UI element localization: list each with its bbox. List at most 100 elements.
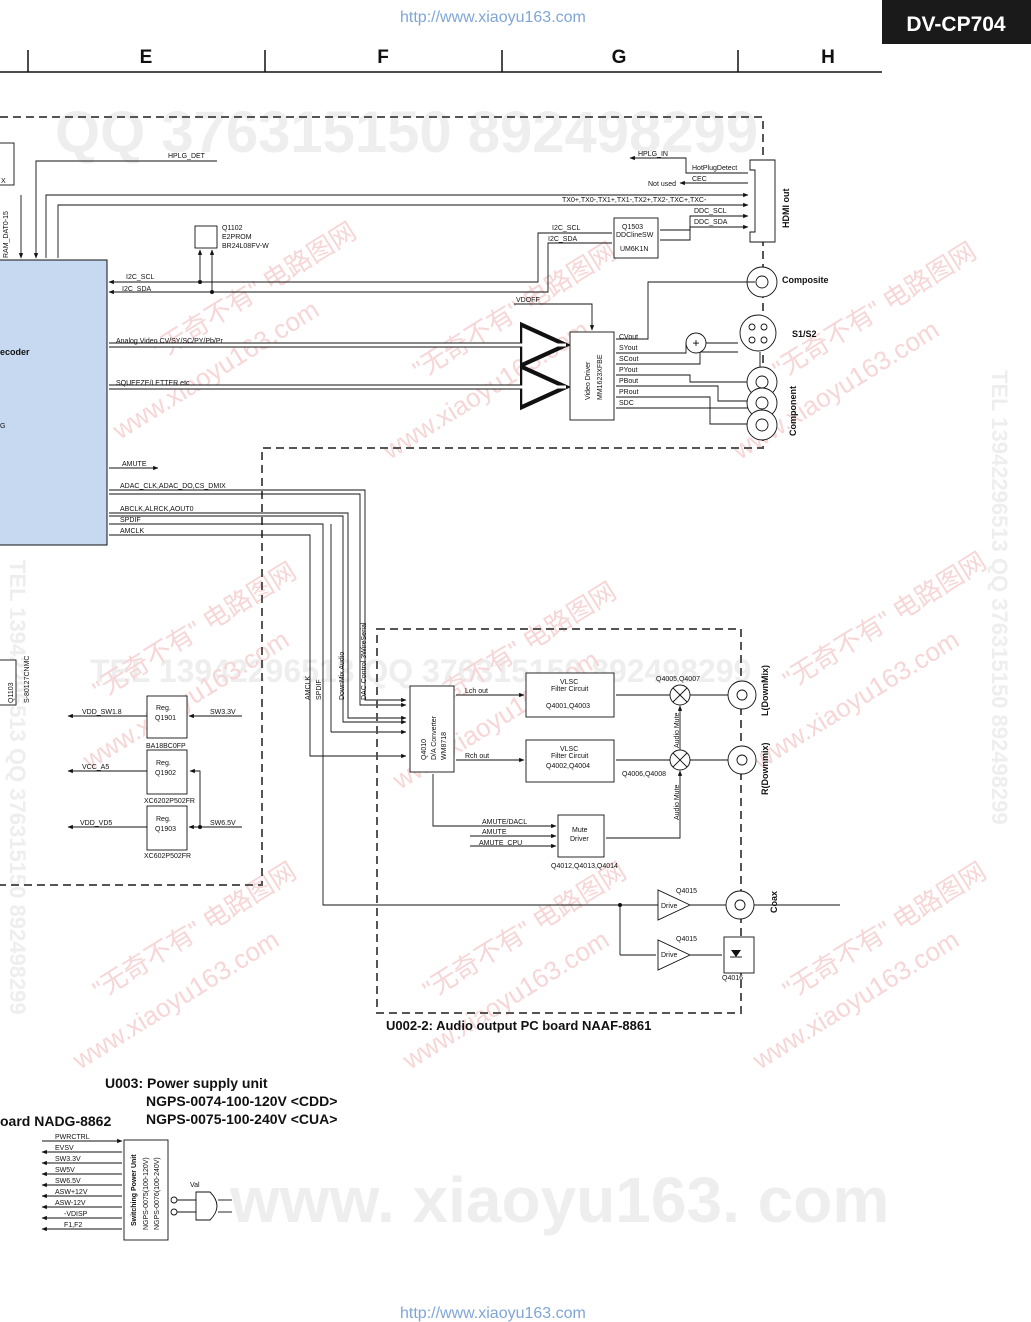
svg-text:VDD_VD5: VDD_VD5 bbox=[80, 820, 112, 827]
vert-spdif: SPDIF bbox=[316, 679, 323, 700]
sig-lch-out: Lch out bbox=[465, 688, 488, 695]
svg-text:VDD_SW1.8: VDD_SW1.8 bbox=[82, 709, 122, 716]
sig-prout: PRout bbox=[619, 389, 639, 396]
sig-pyout: PYout bbox=[619, 367, 637, 374]
s-video-label: S1/S2 bbox=[792, 329, 817, 339]
svg-text:NGPS-0075(100-120V): NGPS-0075(100-120V) bbox=[143, 1157, 150, 1230]
sig-tmds: TX0+,TX0-,TX1+,TX1-,TX2+,TX2-,TXC+,TXC- bbox=[562, 197, 707, 204]
svg-text:Q4015: Q4015 bbox=[676, 936, 697, 943]
decoder-label: ecoder bbox=[0, 347, 30, 357]
svg-text:XC602P502FR: XC602P502FR bbox=[144, 853, 191, 860]
q-mix1: Q4005,Q4007 bbox=[656, 676, 700, 683]
svg-text:Drive: Drive bbox=[661, 903, 677, 910]
dac-chip bbox=[409, 685, 455, 773]
svg-text:SW3.3V: SW3.3V bbox=[55, 1156, 81, 1163]
model-title: DV-CP704 bbox=[906, 13, 1006, 36]
top-url: http://www.xiaoyu163.com bbox=[400, 9, 586, 26]
svg-text:Q4002,Q4004: Q4002,Q4004 bbox=[546, 763, 590, 770]
column-g: G bbox=[612, 47, 627, 68]
q1102-eeprom bbox=[194, 225, 218, 249]
svg-text:Q1901: Q1901 bbox=[155, 715, 176, 722]
vlsc-filter-r bbox=[525, 739, 615, 783]
hdmi-label: HDMI out bbox=[781, 189, 791, 229]
q1103-box bbox=[0, 659, 17, 706]
vlsc-filter-l bbox=[525, 672, 615, 718]
video-driver-part: MM1623XFBE bbox=[597, 354, 604, 400]
audio-mute-1: Audio Mute bbox=[674, 712, 681, 748]
watermark-tel-left: TEL 13942296513 QQ 376315150 892498299 bbox=[5, 560, 30, 1015]
regulator-q1901: Reg. Q1901 BA18BC0FP VDD_SW1.8 SW3.3V bbox=[67, 695, 242, 750]
svg-text:XC6202P502FR: XC6202P502FR bbox=[144, 798, 195, 805]
l-downmix-label: L(DownMix) bbox=[760, 665, 770, 716]
sync-adder bbox=[685, 332, 707, 354]
sig-squeeze: SQUEEZE/LETTER etc bbox=[116, 380, 190, 387]
optical-driver bbox=[657, 939, 692, 971]
q1503-part: UM6K1N bbox=[620, 246, 648, 253]
mute-switch-l bbox=[669, 684, 691, 706]
sig-i2c-sda2: I2C_SDA bbox=[548, 236, 578, 243]
svg-text:Reg.: Reg. bbox=[156, 705, 171, 712]
sig-amclk: AMCLK bbox=[120, 528, 144, 535]
q1102-ref: Q1102 bbox=[222, 225, 243, 232]
svg-text:PWRCTRL: PWRCTRL bbox=[55, 1134, 90, 1141]
q1503-ddc-switch bbox=[613, 217, 659, 259]
power-rails: PWRCTRL EVSV SW3.3V SW5V SW6.5V ASW+12V … bbox=[41, 1134, 123, 1232]
svg-text:Q4016: Q4016 bbox=[722, 975, 743, 982]
sig-syout: SYout bbox=[619, 345, 637, 352]
svg-text:ASW+12V: ASW+12V bbox=[55, 1189, 88, 1196]
sig-rch-out: Rch out bbox=[465, 753, 489, 760]
dac-part: WM8718 bbox=[441, 732, 448, 760]
power-cdd: NGPS-0074-100-120V <CDD> bbox=[146, 1093, 337, 1109]
model-badge bbox=[882, 0, 1031, 44]
sig-i2c-scl2: I2C_SCL bbox=[552, 225, 581, 232]
power-cua: NGPS-0075-100-240V <CUA> bbox=[146, 1111, 337, 1127]
svg-text:Filter Circuit: Filter Circuit bbox=[551, 753, 588, 760]
sig-abclk: ABCLK,ALRCK,AOUT0 bbox=[120, 506, 194, 513]
sig-ddc-scl: DDC_SCL bbox=[694, 208, 727, 215]
svg-text:ASW-12V: ASW-12V bbox=[55, 1200, 86, 1207]
optical-q4016 bbox=[723, 936, 755, 974]
coax-label: Coax bbox=[769, 891, 779, 913]
video-driver bbox=[569, 331, 615, 421]
vert-dmix: DownMix Audio bbox=[339, 652, 346, 700]
left-partial-box bbox=[0, 142, 15, 186]
sig-amute2: AMUTE bbox=[482, 829, 507, 836]
sig-amute: AMUTE bbox=[122, 461, 147, 468]
regulator-q1902: Reg. Q1902 XC6202P502FR VCC_A5 bbox=[67, 749, 201, 827]
svg-text:SW3.3V: SW3.3V bbox=[210, 709, 236, 716]
left-board-title: oard NADG-8862 bbox=[0, 1113, 111, 1129]
svg-text:Switching Power Unit: Switching Power Unit bbox=[131, 1154, 138, 1226]
sig-not-used: Not used bbox=[648, 181, 676, 188]
sig-i2c-scl: I2C_SCL bbox=[126, 274, 155, 281]
video-driver-title: Video Driver bbox=[585, 361, 592, 400]
dac-ref: Q4010 bbox=[421, 739, 428, 760]
svg-text:F1,F2: F1,F2 bbox=[64, 1222, 82, 1229]
q1102-part: BR24L08FV-W bbox=[222, 243, 269, 250]
svg-text:BA18BC0FP: BA18BC0FP bbox=[146, 743, 186, 750]
sig-amute-cpu: AMUTE_CPU bbox=[479, 840, 522, 847]
svg-text:Q4012,Q4013,Q4014: Q4012,Q4013,Q4014 bbox=[551, 863, 618, 870]
audio-board-title: U002-2: Audio output PC board NAAF-8861 bbox=[386, 1018, 651, 1033]
svg-text:Reg.: Reg. bbox=[156, 760, 171, 767]
power-title: U003: Power supply unit bbox=[105, 1075, 268, 1091]
mute-switch-r bbox=[669, 749, 691, 771]
sig-sdc: SDC bbox=[619, 400, 634, 407]
svg-text:Q4001,Q4003: Q4001,Q4003 bbox=[546, 703, 590, 710]
switching-power-unit bbox=[123, 1139, 169, 1241]
q-mix2: Q4006,Q4008 bbox=[622, 771, 666, 778]
audio-board-outline bbox=[376, 628, 742, 1014]
coax-driver bbox=[657, 889, 692, 921]
sig-cec: CEC bbox=[692, 176, 707, 183]
sig-cvout: CVout bbox=[619, 334, 638, 341]
column-ruler: E F G H bbox=[0, 47, 882, 73]
column-h: H bbox=[821, 47, 835, 68]
svg-text:Drive: Drive bbox=[661, 952, 677, 959]
sig-hplg-in: HPLG_IN bbox=[638, 151, 668, 158]
svg-text:Q1902: Q1902 bbox=[155, 770, 176, 777]
decoder-chip bbox=[0, 259, 108, 546]
svg-text:Filter Circuit: Filter Circuit bbox=[551, 686, 588, 693]
ram-dat-label: RAM_DAT0-15 bbox=[3, 211, 10, 258]
bottom-url: http://www.xiaoyu163.com bbox=[400, 1305, 586, 1322]
watermark-tel-right: TEL 13942296513 QQ 376315150 892498299 bbox=[987, 370, 1012, 825]
